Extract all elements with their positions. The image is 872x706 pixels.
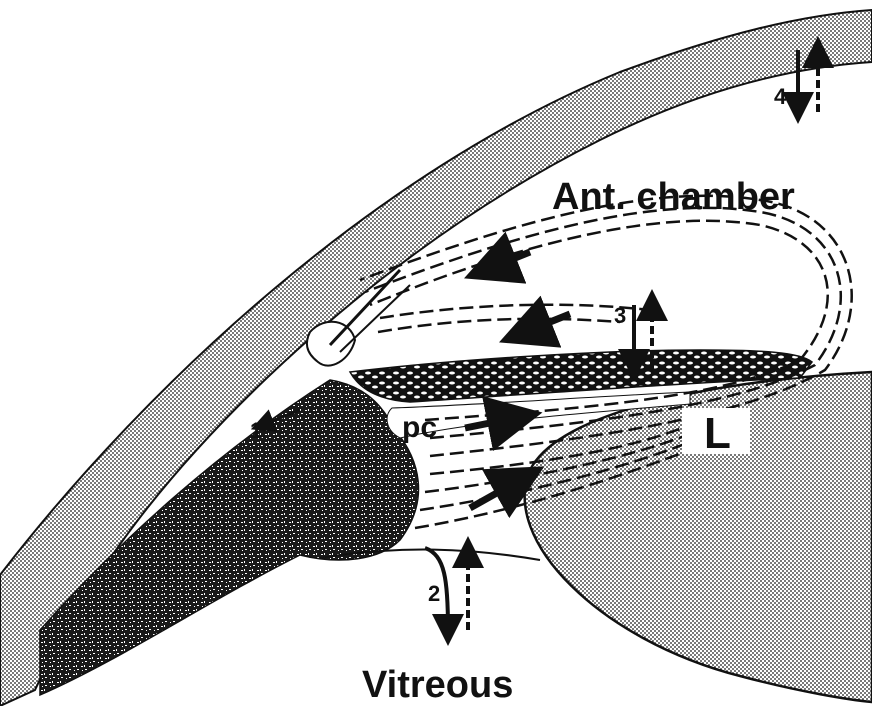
lens-label: L [704, 409, 731, 458]
ant-chamber-label: Ant. chamber [552, 176, 795, 218]
posterior-chamber-label: pc [402, 411, 437, 444]
pathway-4-label: 4 [774, 84, 787, 109]
vitreous-label: Vitreous [362, 664, 513, 706]
pathway-1-label: 1 [250, 418, 262, 443]
pathway-3-label: 3 [614, 303, 626, 328]
pathway-2-label: 2 [428, 581, 440, 606]
